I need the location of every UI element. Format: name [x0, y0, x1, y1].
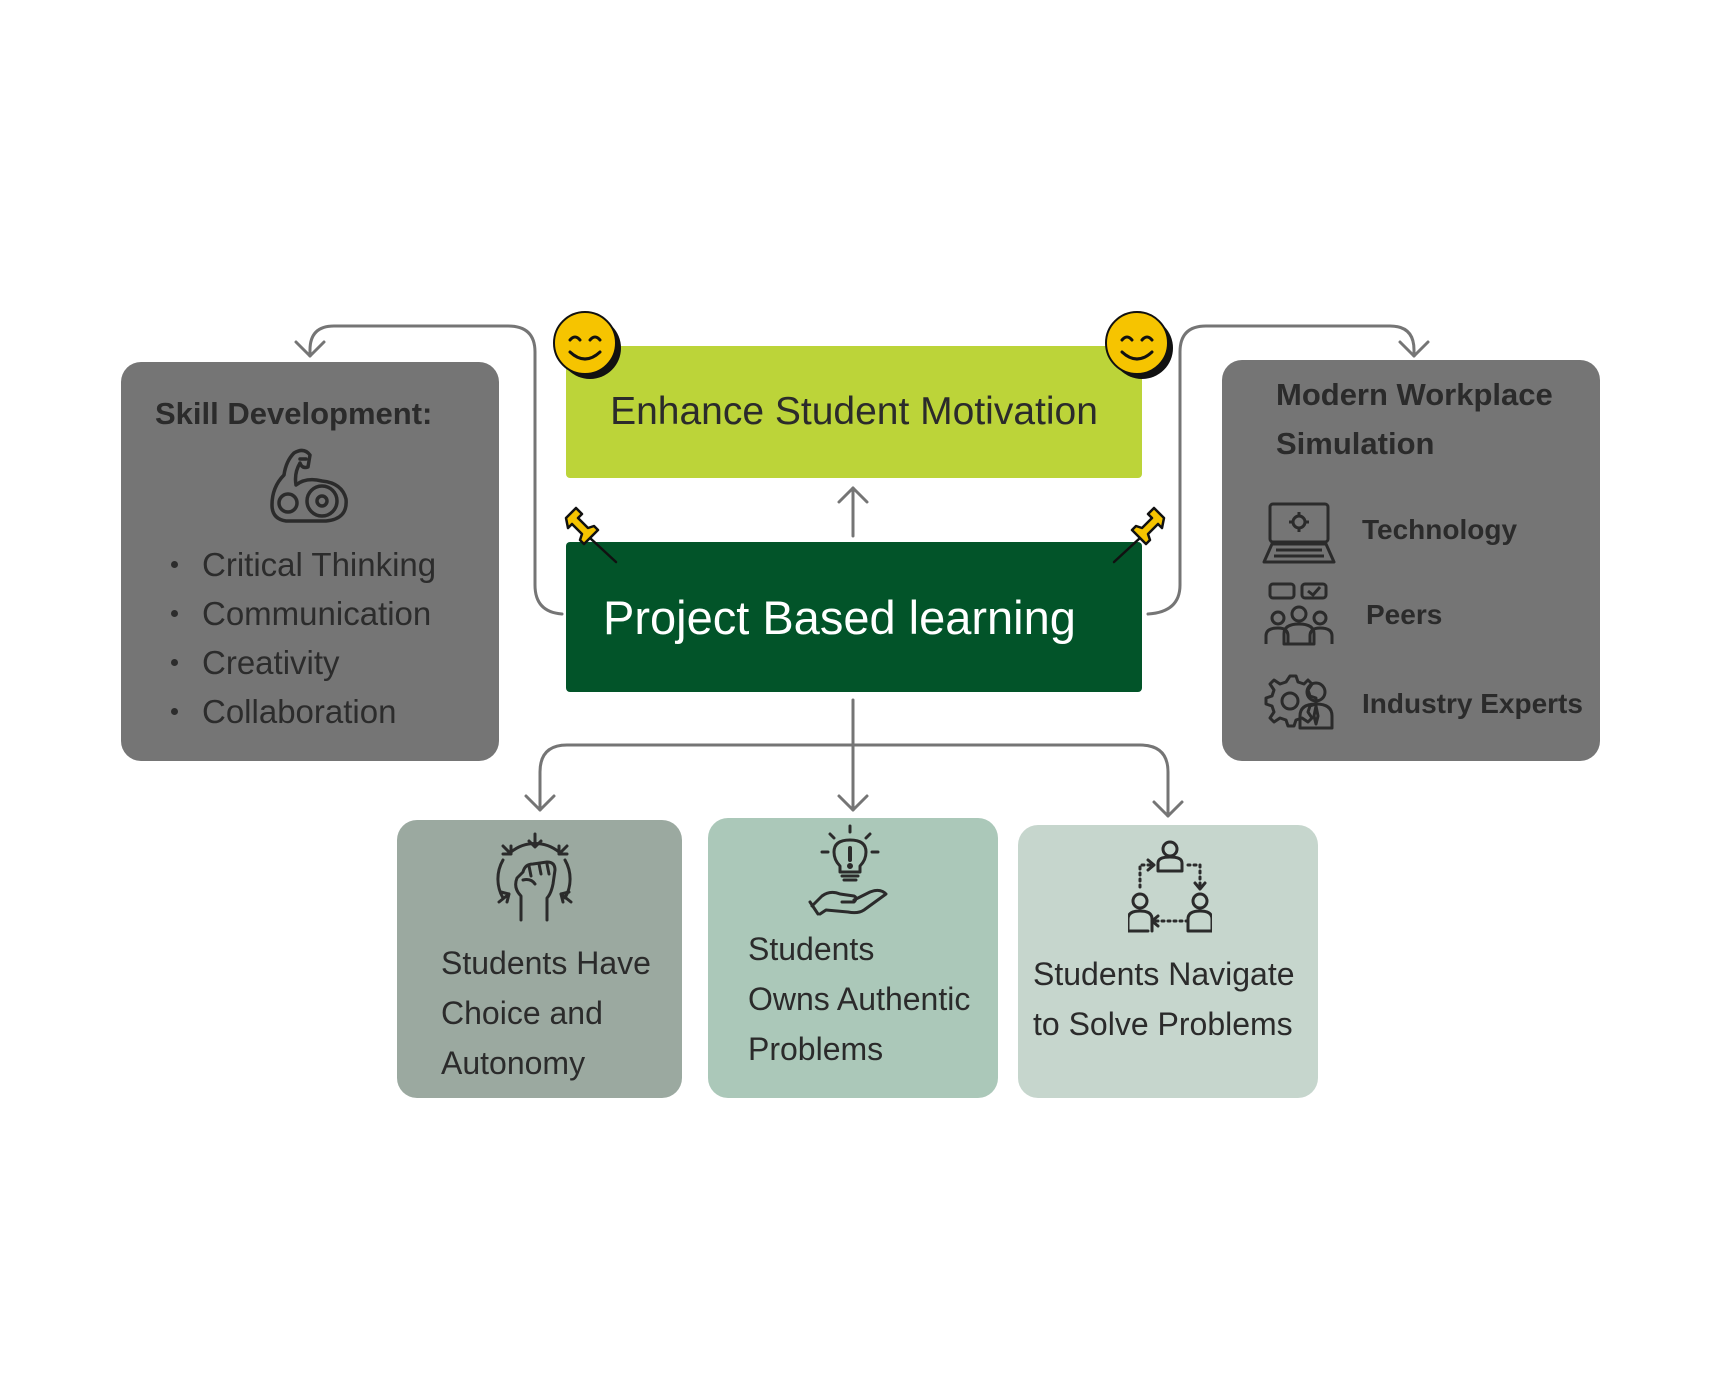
skill-list: Critical Thinking Communication Creativi…	[171, 540, 436, 736]
smiley-icon	[1105, 311, 1173, 379]
skill-development-panel: Skill Development: Critical Thinking Com…	[121, 362, 499, 761]
motivation-box: Enhance Student Motivation	[566, 346, 1142, 478]
skill-item: Critical Thinking	[171, 540, 436, 589]
smiley-icon	[553, 311, 621, 379]
bullet-icon	[171, 610, 178, 617]
skill-item: Creativity	[171, 638, 436, 687]
peer-group-icon	[1264, 582, 1334, 646]
pushpin-icon	[564, 506, 618, 564]
card-navigate-problems: Students Navigate to Solve Problems	[1018, 825, 1318, 1098]
laptop-gear-icon	[1262, 502, 1336, 564]
card-choice-text: Students Have Choice and Autonomy	[441, 945, 651, 1081]
card-navigate-text: Students Navigate to Solve Problems	[1033, 956, 1295, 1042]
process-cycle-icon	[1128, 840, 1212, 933]
card-choice-autonomy: Students Have Choice and Autonomy	[397, 820, 682, 1098]
raised-fist-icon	[496, 832, 573, 922]
skill-item: Collaboration	[171, 687, 436, 736]
skill-development-title: Skill Development:	[155, 396, 433, 431]
resource-label-peers: Peers	[1366, 599, 1443, 630]
bicep-icon	[270, 448, 348, 523]
skill-item: Communication	[171, 589, 436, 638]
workplace-simulation-panel: Modern Workplace Simulation Technology P	[1222, 360, 1600, 761]
card-authentic-text: Students Owns Authentic Problems	[748, 931, 971, 1067]
lightbulb-hand-icon	[808, 824, 888, 916]
bullet-icon	[171, 708, 178, 715]
resource-label-technology: Technology	[1362, 514, 1518, 545]
card-authentic-problems: Students Owns Authentic Problems	[708, 818, 998, 1098]
bullet-icon	[171, 561, 178, 568]
workplace-simulation-title: Modern Workplace Simulation	[1276, 377, 1553, 461]
bullet-icon	[171, 659, 178, 666]
resource-label-industry-experts: Industry Experts	[1362, 688, 1583, 719]
expert-gear-icon	[1264, 674, 1334, 730]
pushpin-icon	[1112, 506, 1166, 564]
pbl-box: Project Based learning	[566, 542, 1142, 692]
